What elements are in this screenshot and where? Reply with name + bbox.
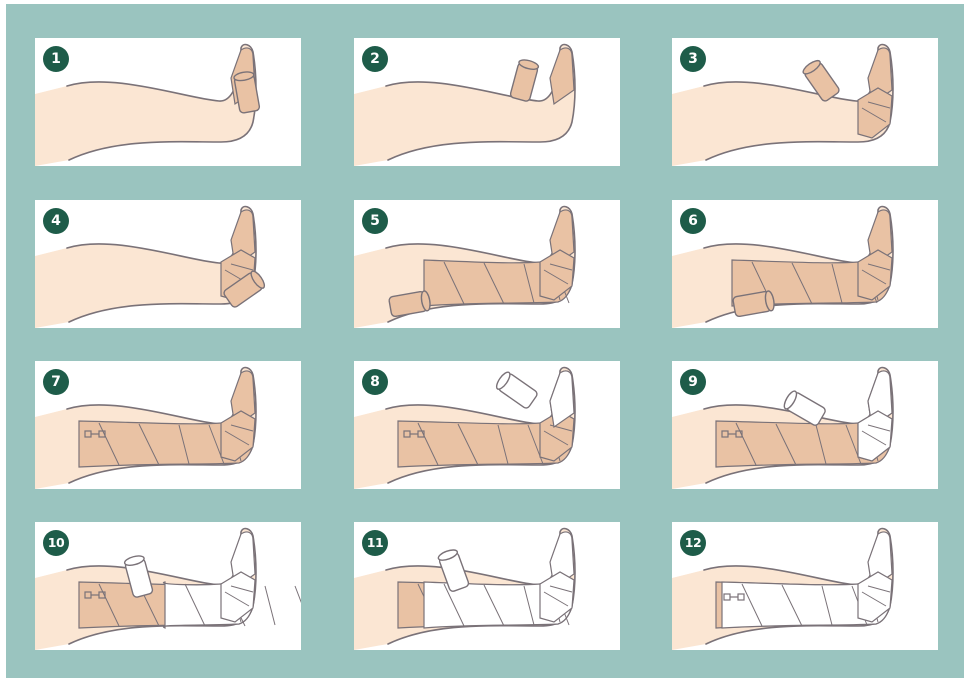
- step-panel-10: 10: [35, 522, 301, 650]
- leg-bandage-illustration: [35, 361, 301, 489]
- illustration-frame: 1 2 3 4: [6, 4, 964, 678]
- leg-bandage-illustration: [672, 522, 938, 650]
- step-panel-3: 3: [672, 38, 938, 166]
- step-number-badge: 3: [680, 46, 706, 72]
- step-number-badge: 2: [362, 46, 388, 72]
- leg-bandage-illustration: [354, 522, 620, 650]
- step-panel-6: 6: [672, 200, 938, 328]
- step-number-badge: 1: [43, 46, 69, 72]
- tan-bandage-roll-icon: [510, 58, 540, 102]
- step-number-badge: 11: [362, 530, 388, 556]
- step-number-badge: 10: [43, 530, 69, 556]
- leg-bandage-illustration: [35, 38, 301, 166]
- leg-bandage-illustration: [672, 200, 938, 328]
- step-number-badge: 4: [43, 208, 69, 234]
- leg-bandage-illustration: [354, 361, 620, 489]
- white-bandage-roll-icon: [494, 370, 538, 409]
- step-panel-7: 7: [35, 361, 301, 489]
- leg-bandage-illustration: [35, 522, 301, 650]
- leg-bandage-illustration: [354, 200, 620, 328]
- step-panel-5: 5: [354, 200, 620, 328]
- step-panel-12: 12: [672, 522, 938, 650]
- step-number-badge: 7: [43, 369, 69, 395]
- step-panel-1: 1: [35, 38, 301, 166]
- step-panel-2: 2: [354, 38, 620, 166]
- step-number-badge: 5: [362, 208, 388, 234]
- leg-bandage-illustration: [354, 38, 620, 166]
- step-panel-11: 11: [354, 522, 620, 650]
- leg-bandage-illustration: [35, 200, 301, 328]
- leg-bandage-illustration: [672, 361, 938, 489]
- step-number-badge: 9: [680, 369, 706, 395]
- leg-bandage-illustration: [672, 38, 938, 166]
- step-panel-4: 4: [35, 200, 301, 328]
- step-number-badge: 12: [680, 530, 706, 556]
- step-panel-8: 8: [354, 361, 620, 489]
- step-panel-9: 9: [672, 361, 938, 489]
- step-number-badge: 6: [680, 208, 706, 234]
- step-number-badge: 8: [362, 369, 388, 395]
